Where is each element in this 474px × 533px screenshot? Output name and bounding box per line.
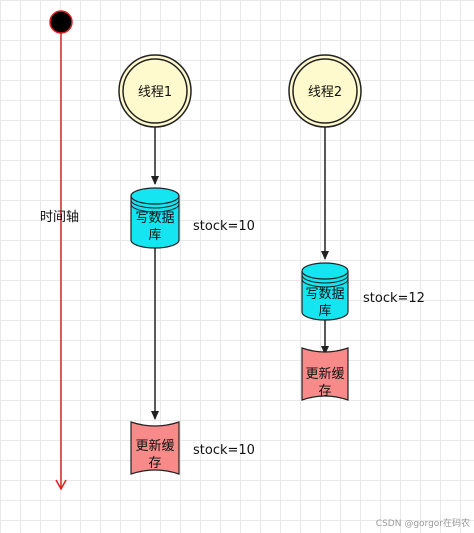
thread1-column: 线程1 写数据 库 stock=10 更新缓 存 stock=10 bbox=[118, 54, 255, 475]
thread1-node: 线程1 bbox=[118, 54, 192, 128]
timeline-start-dot bbox=[49, 10, 73, 34]
timeline-label: 时间轴 bbox=[40, 210, 79, 225]
thread2-column: 线程2 写数据 库 stock=12 更新缓 存 bbox=[288, 54, 425, 401]
thread1-cache-stock: stock=10 bbox=[193, 443, 255, 458]
thread2-db-line2: 库 bbox=[318, 303, 331, 319]
thread1-db-line2: 库 bbox=[148, 227, 161, 243]
thread2-write-stock: stock=12 bbox=[363, 291, 425, 306]
thread2-node: 线程2 bbox=[288, 54, 362, 128]
thread1-cache-line1: 更新缓 bbox=[135, 438, 174, 454]
thread2-update-cache: 更新缓 存 bbox=[301, 347, 349, 401]
thread1-update-cache: 更新缓 存 bbox=[130, 421, 180, 475]
thread1-db-line1: 写数据 bbox=[135, 211, 174, 226]
thread1-write-stock: stock=10 bbox=[193, 219, 255, 234]
thread1-write-db: 写数据 库 bbox=[130, 187, 180, 249]
thread2-label: 线程2 bbox=[308, 85, 342, 100]
thread2-cache-line2: 存 bbox=[318, 384, 331, 399]
watermark: CSDN @gorgor在码农 bbox=[376, 517, 470, 529]
thread1-label: 线程1 bbox=[138, 85, 172, 100]
timeline: 时间轴 bbox=[40, 10, 79, 491]
thread2-cache-line1: 更新缓 bbox=[305, 366, 344, 382]
thread2-db-line1: 写数据 bbox=[305, 287, 344, 302]
thread2-write-db: 写数据 库 bbox=[301, 262, 349, 321]
thread1-cache-line2: 存 bbox=[148, 456, 161, 471]
